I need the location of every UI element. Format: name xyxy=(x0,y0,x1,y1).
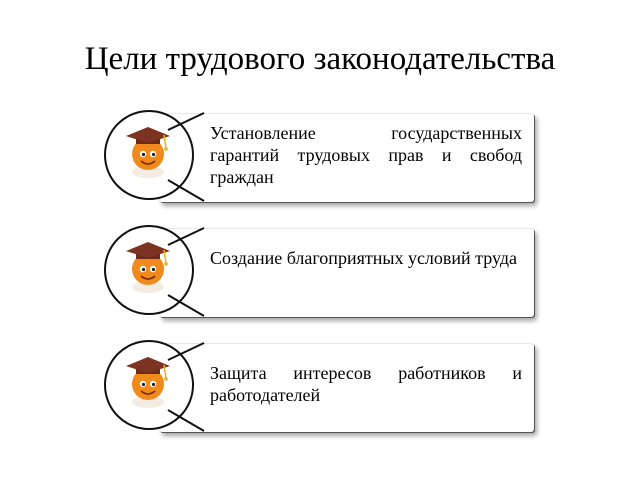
connector-lines xyxy=(167,112,205,202)
slide-title: Цели трудового законодательства xyxy=(84,41,556,77)
goal-text: Создание благоприятных условий труда xyxy=(210,248,518,268)
goal-box xyxy=(159,228,534,317)
connector-lines xyxy=(167,227,205,317)
goal-box xyxy=(159,113,534,202)
goal-text: Установление государственных гарантий тр… xyxy=(210,123,522,187)
goal-text: Защита интересов работников и работодате… xyxy=(210,363,522,405)
connector-lines xyxy=(167,342,205,432)
goal-item: Защита интересов работников и работодате… xyxy=(104,340,540,436)
graduate-smiley-icon xyxy=(126,127,170,178)
goal-item: Установление государственных гарантий тр… xyxy=(104,110,540,206)
graduate-smiley-icon xyxy=(126,242,170,293)
graduate-smiley-icon xyxy=(126,357,170,408)
goal-item: Создание благоприятных условий труда xyxy=(104,225,540,321)
